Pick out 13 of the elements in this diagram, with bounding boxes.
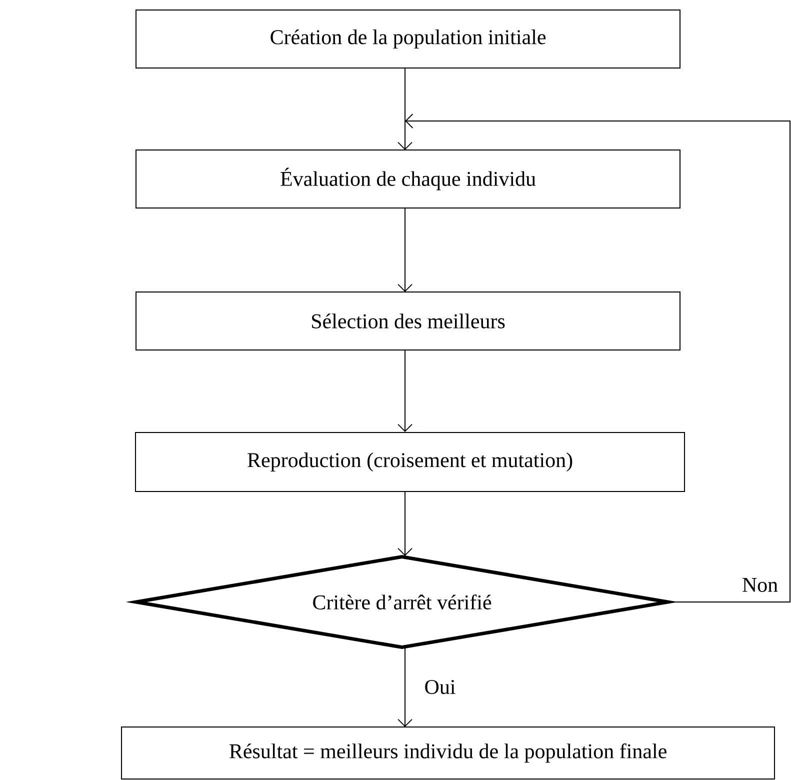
arrow	[405, 114, 790, 602]
arrow	[398, 648, 412, 728]
process-box: Sélection des meilleurs	[136, 292, 680, 350]
process-box: Reproduction (croisement et mutation)	[135, 432, 685, 492]
process-box: Création de la population initiale	[136, 10, 680, 68]
process-box: Résultat = meilleurs individu de la population finale	[121, 726, 775, 780]
arrow	[398, 350, 412, 432]
edge-label: Non	[740, 577, 780, 593]
edge-label: Oui	[423, 678, 457, 696]
arrow	[398, 490, 412, 556]
arrow	[398, 208, 412, 292]
process-box: Évaluation de chaque individu	[136, 150, 680, 208]
arrow	[398, 68, 412, 150]
